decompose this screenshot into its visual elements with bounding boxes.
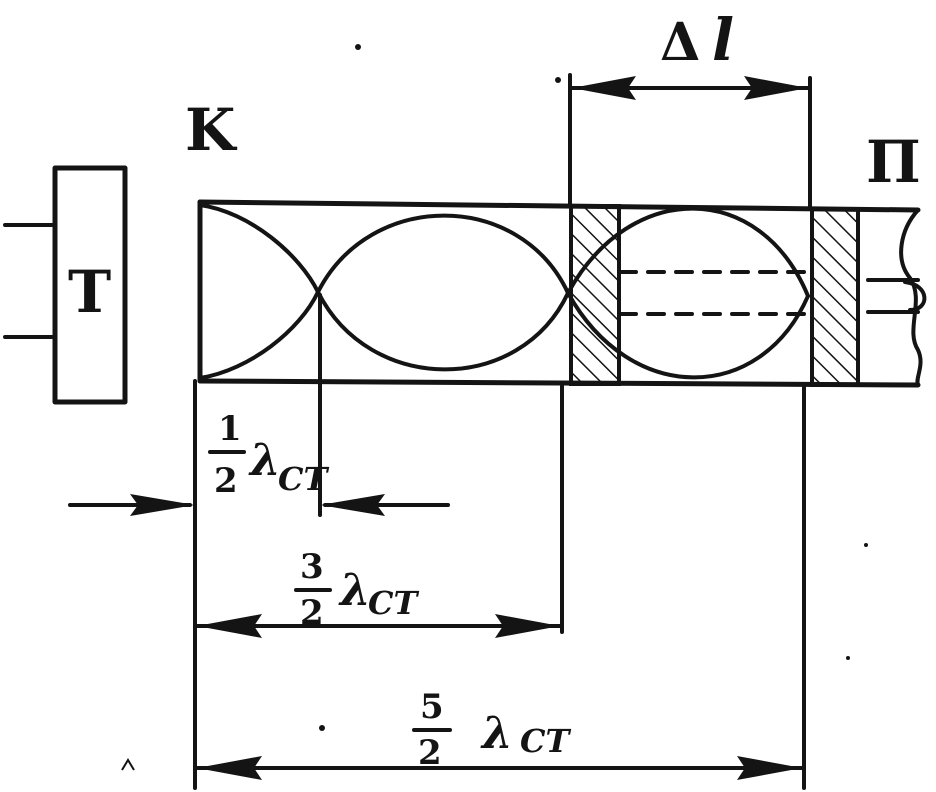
label-k: K	[185, 96, 238, 164]
three-half-lambda-dimension	[195, 614, 562, 638]
svg-text:CT: CT	[520, 722, 571, 760]
five-half-lambda-label: 5 2 λ CT	[412, 687, 571, 773]
generator-label: T	[68, 258, 111, 326]
svg-text:2: 2	[214, 461, 238, 501]
svg-text:λ: λ	[480, 708, 513, 759]
delta-symbol: Δ	[660, 12, 700, 73]
svg-text:3: 3	[300, 547, 324, 587]
scan-specks	[121, 44, 868, 771]
half-lambda-dimension	[68, 494, 450, 516]
extension-lines	[193, 73, 812, 790]
label-p: П	[866, 128, 921, 196]
standing-wave-envelope	[198, 203, 810, 380]
svg-text:2: 2	[300, 593, 324, 633]
svg-text:λ: λ	[248, 435, 281, 486]
hatched-disc-left	[569, 204, 621, 386]
inner-dashed-lines	[618, 270, 810, 316]
five-half-lambda-dimension	[195, 756, 804, 780]
piston-rod	[856, 208, 927, 387]
svg-text:1: 1	[218, 409, 242, 449]
generator-block	[3, 165, 128, 405]
svg-text:CT: CT	[368, 584, 419, 622]
svg-text:CT: CT	[278, 460, 329, 498]
three-half-lambda-label: 3 2 λ CT	[294, 547, 419, 633]
svg-text:λ: λ	[338, 565, 371, 616]
svg-text:2: 2	[418, 733, 442, 773]
hatched-disc-right	[810, 207, 860, 387]
delta-l-dimension	[570, 76, 810, 100]
svg-text:5: 5	[420, 687, 444, 727]
half-lambda-label: 1 2 λ CT	[208, 409, 329, 501]
ell-symbol: l	[712, 6, 734, 74]
